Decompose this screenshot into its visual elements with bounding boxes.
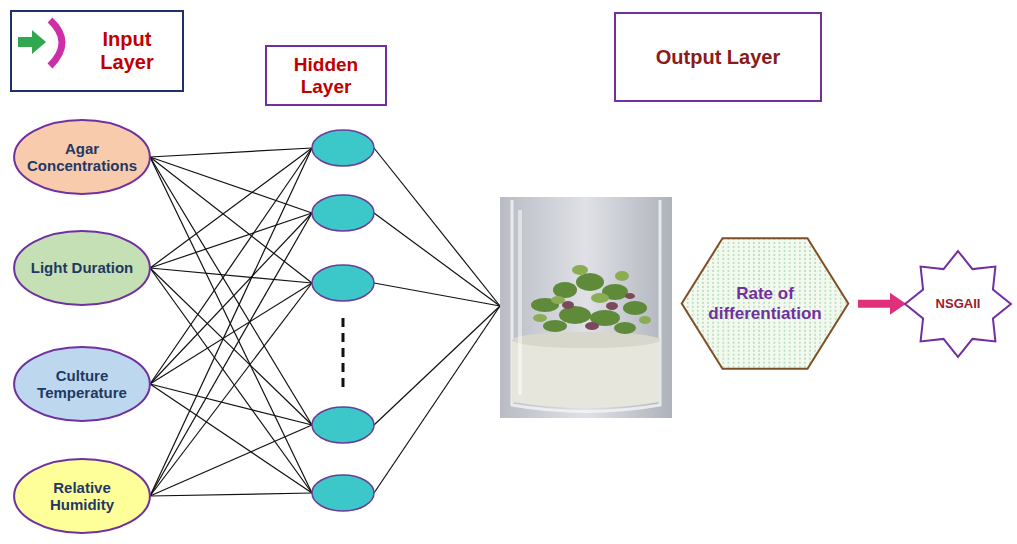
node-content: NSGAII (904, 250, 1012, 358)
output-hexagon: Rate of differentiation (680, 237, 850, 370)
hidden-neurons (312, 130, 374, 511)
input-icon (18, 20, 62, 66)
ellipsis-dash (342, 318, 345, 390)
layer-title-box: Output Layer (614, 12, 822, 102)
node-content: Light Duration (12, 229, 152, 307)
node-content: Input Layer (12, 12, 182, 90)
node-label: Light Duration (31, 259, 133, 276)
node-content: Relative Humidity (12, 457, 152, 535)
node-label: Output Layer (656, 46, 780, 69)
node-label: Hidden Layer (272, 54, 380, 98)
node-label: Relative Humidity (25, 479, 140, 514)
node-label: NSGAII (936, 297, 981, 312)
flow-arrow (858, 293, 906, 315)
arrow-head (890, 293, 906, 315)
culture-photo (500, 197, 672, 418)
node-content: Culture Temperature (12, 345, 152, 423)
node-content: Rate of differentiation (680, 237, 850, 370)
input-node: Relative Humidity (12, 457, 152, 535)
node-label: Input Layer (77, 28, 177, 74)
arrow-shaft (858, 300, 890, 308)
node-label: Rate of differentiation (699, 284, 832, 323)
layer-title-box: Input Layer (10, 10, 184, 92)
node-content: Agar Concentrations (12, 118, 152, 196)
optimizer-star: NSGAII (904, 250, 1012, 358)
layer-title-box: Hidden Layer (265, 45, 387, 106)
weight-lines (150, 148, 500, 496)
node-label: Culture Temperature (25, 367, 140, 402)
node-label: Agar Concentrations (25, 140, 140, 175)
input-node: Culture Temperature (12, 345, 152, 423)
input-node: Agar Concentrations (12, 118, 152, 196)
input-node: Light Duration (12, 229, 152, 307)
node-content: Hidden Layer (267, 47, 385, 104)
node-content: Output Layer (616, 14, 820, 100)
